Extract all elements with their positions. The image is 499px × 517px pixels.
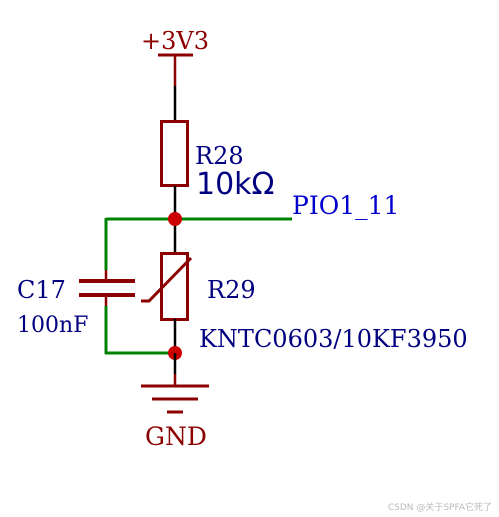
power-port-3v3: +3V3 <box>141 27 209 86</box>
r28-designator: R28 <box>195 142 244 170</box>
r29-ntc-slash <box>141 256 193 303</box>
r29-value: KNTC0603/10KF3950 <box>199 325 468 353</box>
c17-value: 100nF <box>17 313 88 338</box>
r29-designator: R29 <box>207 276 256 304</box>
thermistor-r29: R29 KNTC0603/10KF3950 <box>141 252 468 353</box>
r28-value: 10kΩ <box>196 167 274 202</box>
c17-designator: C17 <box>17 276 66 304</box>
ground-net-label: GND <box>145 422 207 451</box>
signal-net-wires <box>104 217 292 355</box>
r29-body <box>160 252 189 321</box>
watermark: CSDN @关于SPFA它死了 <box>388 501 492 513</box>
resistor-r28: R28 10kΩ <box>160 120 274 202</box>
power-net-label: +3V3 <box>141 27 209 55</box>
ground-symbol: GND <box>141 374 209 451</box>
junction-dot-top <box>168 212 182 226</box>
capacitor-c17: C17 100nF <box>17 270 135 338</box>
signal-net-label: PIO1_11 <box>292 191 399 220</box>
r28-body <box>160 120 189 187</box>
